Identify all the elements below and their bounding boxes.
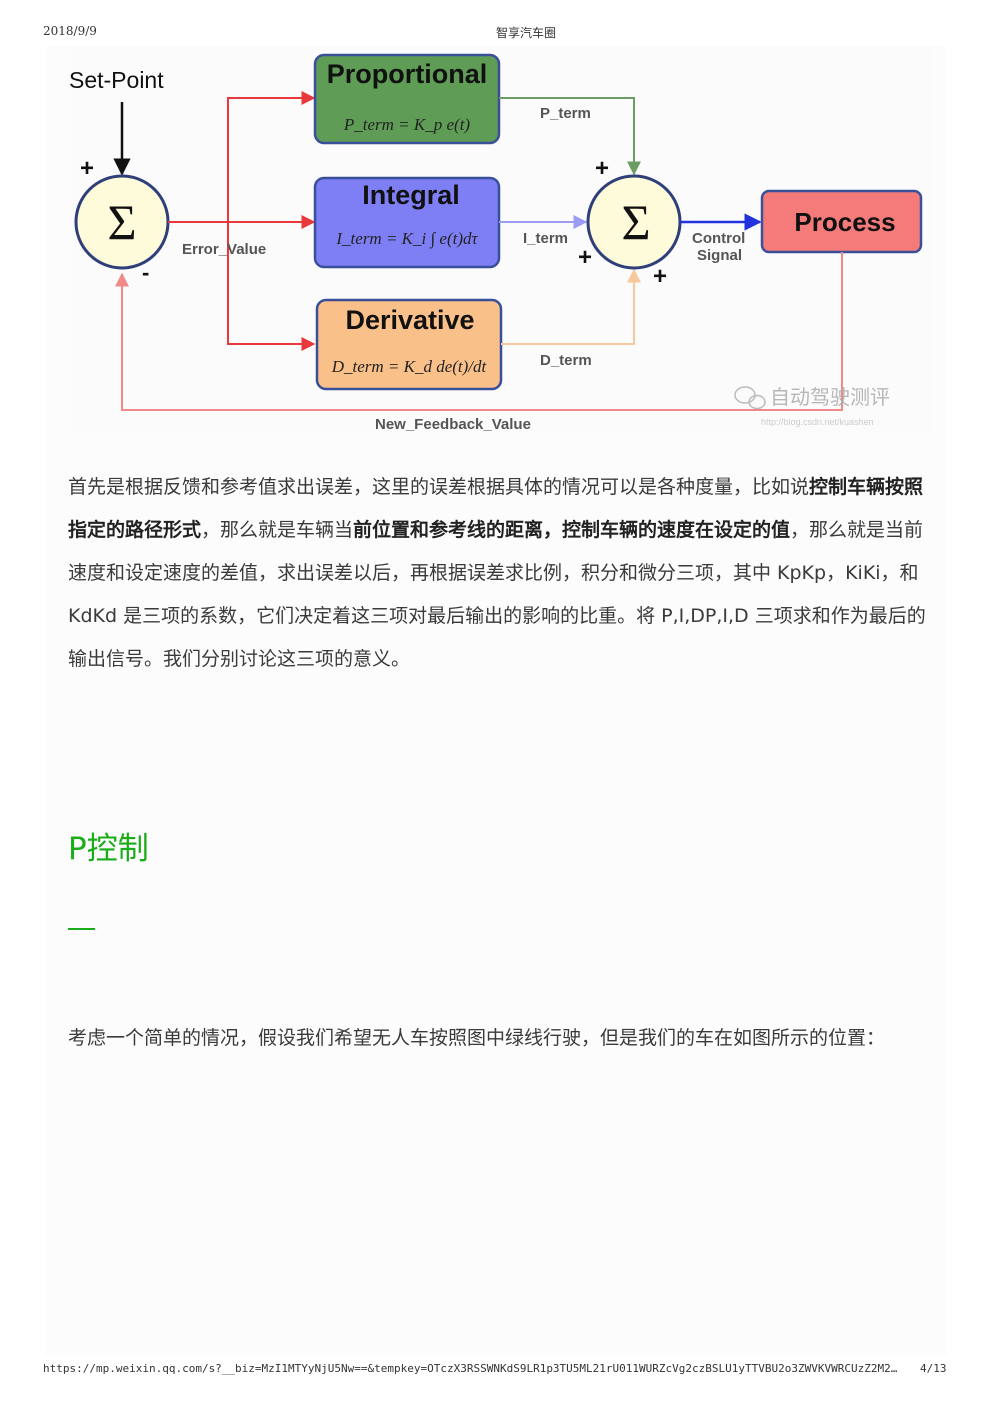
intro-text-1: 首先是根据反馈和参考值求出误差，这里的误差根据具体的情况可以是各种度量，比如说: [68, 476, 810, 498]
process-title: Process: [794, 207, 895, 237]
d-term-line: [501, 268, 641, 345]
sum1-plus: +: [80, 155, 94, 182]
error-to-proportional: [227, 91, 316, 222]
section-underline: [68, 928, 95, 930]
sum1-minus: -: [142, 260, 149, 285]
intro-text-2: ，那么就是车辆当: [201, 519, 354, 541]
control-signal-label-1: Control: [692, 230, 745, 247]
p-control-paragraph: 考虑一个简单的情况，假设我们希望无人车按照图中绿线行驶，但是我们的车在如图所示的…: [68, 1027, 886, 1049]
intro-paragraph: 首先是根据反馈和参考值求出误差，这里的误差根据具体的情况可以是各种度量，比如说控…: [68, 466, 926, 681]
site-title: 智享汽车圈: [496, 26, 557, 40]
print-date: 2018/9/9: [43, 24, 97, 38]
intro-bold-1: 控制车辆按照指定的路径形式: [68, 476, 924, 541]
footer-url[interactable]: https://mp.weixin.qq.com/s?__biz=MzI1MTY…: [43, 1362, 898, 1375]
error-to-derivative: [227, 222, 316, 351]
sigma-symbol-2: Σ: [621, 194, 650, 250]
proportional-title: Proportional: [327, 59, 488, 89]
proportional-formula: P_term = K_p e(t): [343, 115, 471, 134]
p-term-line: [499, 97, 641, 176]
sigma-symbol-1: Σ: [107, 194, 136, 250]
page-number: 4/13: [920, 1362, 947, 1375]
feedback-label: New_Feedback_Value: [375, 416, 531, 433]
watermark-url: http://blog.csdn.net/kuashen: [761, 417, 874, 427]
intro-text-3: ，那么就是当前速度和设定速度的差值，求出误差以后，再根据误差求比例，积分和微分三…: [68, 519, 926, 670]
setpoint-label: Set-Point: [69, 67, 164, 93]
derivative-formula: D_term = K_d de(t)/dt: [331, 357, 488, 376]
integral-formula: I_term = K_i ∫ e(t)dτ: [335, 229, 478, 249]
wechat-watermark-icon: [734, 386, 766, 410]
section-heading: P控制: [68, 831, 149, 867]
sum2-plus-bottom: +: [653, 263, 667, 290]
integral-title: Integral: [362, 180, 460, 210]
sum2-plus-top: +: [595, 155, 609, 182]
feedback-line: [115, 252, 843, 411]
error-value-label: Error_Value: [182, 241, 266, 258]
pid-diagram: Set-Point + - Σ Error_Value Proportional…: [66, 46, 932, 438]
control-signal-label-2: Signal: [697, 247, 742, 264]
intro-bold-2: 前位置和参考线的距离，控制车辆的速度在设定的值: [353, 519, 791, 541]
derivative-title: Derivative: [345, 305, 474, 335]
watermark-text: 自动驾驶测评: [770, 386, 890, 409]
i-term-label: I_term: [523, 230, 568, 247]
p-term-label: P_term: [540, 105, 591, 122]
sum2-plus-left: +: [578, 244, 592, 271]
d-term-label: D_term: [540, 352, 592, 369]
